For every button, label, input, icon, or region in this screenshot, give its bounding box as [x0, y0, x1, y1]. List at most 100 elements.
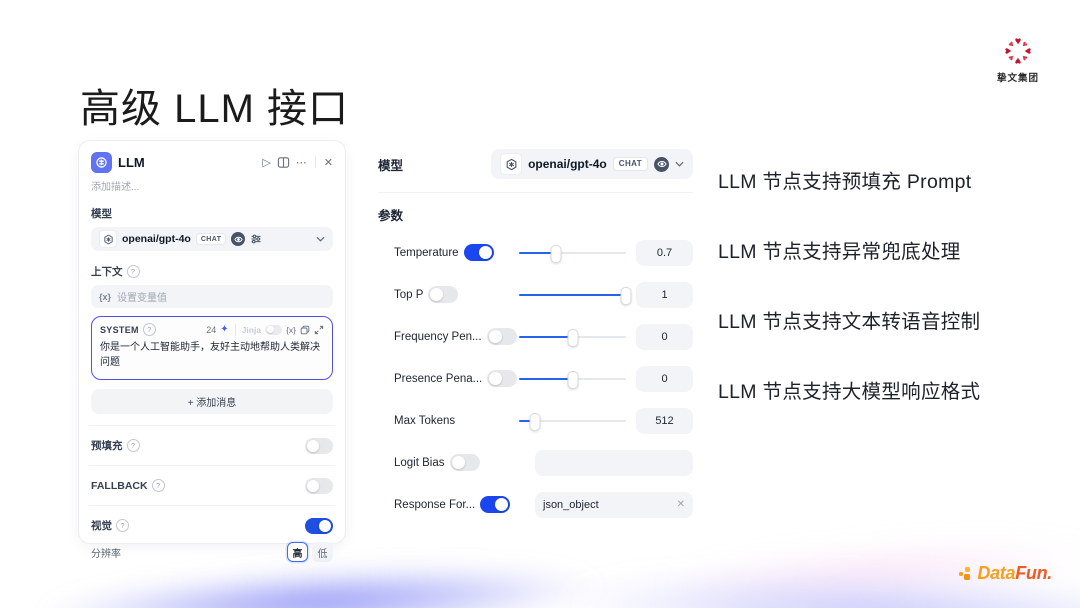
- prefill-row: 预填充 ?: [91, 437, 333, 454]
- param-value-max-tokens[interactable]: 512: [636, 407, 693, 434]
- help-icon: ?: [116, 519, 129, 532]
- context-variable-select[interactable]: {x} 设置变量值: [91, 285, 333, 308]
- param-row-logit-bias: Logit Bias: [378, 449, 693, 476]
- more-icon[interactable]: ⋯: [295, 156, 307, 169]
- param-label: Temperature: [394, 246, 459, 259]
- generate-icon[interactable]: ✦: [220, 324, 229, 335]
- model-select[interactable]: openai/gpt-4o CHAT: [91, 227, 333, 251]
- param-value-top-p[interactable]: 1: [636, 281, 693, 308]
- param-slider-temperature[interactable]: [519, 244, 626, 263]
- chevron-down-icon: [675, 161, 684, 167]
- param-row-top-p: Top P 1: [378, 281, 693, 308]
- page-title: 高级 LLM 接口: [80, 87, 350, 131]
- help-icon: ?: [126, 265, 140, 278]
- param-slider-presence-pena[interactable]: [519, 370, 626, 389]
- vision-row: 视觉 ?: [91, 517, 333, 534]
- params-model-label: 模型: [378, 158, 404, 173]
- llm-node-icon: [91, 151, 112, 173]
- param-label: Response For...: [394, 498, 476, 511]
- param-value-temperature[interactable]: 0.7: [636, 239, 693, 266]
- eye-icon: [231, 232, 246, 246]
- section-divider: [89, 425, 335, 426]
- vision-toggle[interactable]: [305, 517, 333, 534]
- close-icon[interactable]: ✕: [323, 156, 333, 169]
- param-label: Top P: [394, 288, 424, 301]
- resolution-low-button[interactable]: 低: [312, 542, 333, 562]
- fallback-row: FALLBACK ?: [91, 477, 333, 494]
- param-row-max-tokens: Max Tokens 512: [378, 407, 693, 434]
- variable-icon: {x}: [99, 291, 112, 302]
- node-header: LLM ▷ ⋯ ✕: [91, 151, 333, 173]
- split-view-icon[interactable]: [277, 156, 290, 169]
- params-divider: [378, 192, 693, 193]
- run-icon[interactable]: ▷: [262, 156, 271, 169]
- section-divider: [89, 505, 335, 506]
- chevron-down-icon: [316, 236, 325, 242]
- param-input-response-for[interactable]: json_object ✕: [535, 491, 693, 518]
- company-name: 挚文集团: [996, 73, 1039, 84]
- prefill-label: 预填充 ?: [91, 438, 140, 453]
- add-message-button[interactable]: + 添加消息: [91, 389, 333, 414]
- fallback-toggle[interactable]: [305, 477, 333, 494]
- section-divider: [89, 465, 335, 466]
- help-icon: ?: [142, 323, 156, 336]
- node-title: LLM: [118, 154, 145, 170]
- model-section-label: 模型: [91, 208, 112, 220]
- system-prompt-text[interactable]: 你是一个人工智能助手，友好主动地帮助人类解决问题: [100, 342, 320, 368]
- model-name: openai/gpt-4o: [528, 157, 607, 171]
- param-label: Logit Bias: [394, 456, 445, 469]
- feature-bullet: LLM 节点支持大模型响应格式: [718, 381, 981, 403]
- params-model-select[interactable]: openai/gpt-4o CHAT: [491, 149, 693, 179]
- resolution-row: 分辨率 高 低: [91, 542, 333, 562]
- param-label: Max Tokens: [394, 414, 456, 427]
- param-toggle-logit-bias[interactable]: [449, 454, 480, 471]
- context-section-label: 上下文 ?: [91, 264, 333, 279]
- param-label: Frequency Pen...: [394, 330, 482, 343]
- param-value-presence-pena[interactable]: 0: [636, 365, 693, 392]
- model-params-panel: 模型 openai/gpt-4o CHAT: [378, 146, 693, 518]
- jinja-toggle[interactable]: [265, 324, 283, 335]
- header-divider: [314, 156, 316, 168]
- tune-icon: [250, 233, 262, 245]
- chat-badge: CHAT: [195, 233, 227, 245]
- eye-icon: [654, 156, 669, 172]
- company-logo: ♥♥♥♥♥♥♥♥ 挚文集团: [986, 34, 1050, 84]
- param-value-frequency-pen[interactable]: 0: [636, 323, 693, 350]
- param-toggle-response-for[interactable]: [480, 496, 511, 513]
- clear-icon[interactable]: ✕: [676, 499, 685, 510]
- tools-divider: [234, 323, 236, 336]
- param-slider-max-tokens[interactable]: [519, 412, 626, 431]
- param-input-value: json_object: [543, 498, 599, 511]
- datafun-pixels-icon: [958, 566, 973, 581]
- resolution-label: 分辨率: [91, 548, 121, 560]
- param-slider-frequency-pen[interactable]: [519, 328, 626, 347]
- feature-bullet: LLM 节点支持文本转语音控制: [718, 311, 981, 333]
- resolution-high-button[interactable]: 高: [287, 542, 308, 562]
- system-prompt-editor[interactable]: SYSTEM ? 24 ✦ Jinja {x}: [91, 316, 333, 380]
- help-icon: ?: [151, 479, 165, 492]
- hearts-flower-icon: ♥♥♥♥♥♥♥♥: [999, 34, 1037, 68]
- help-icon: ?: [126, 439, 140, 452]
- datafun-logo: DataFun.: [958, 563, 1052, 584]
- node-description-input[interactable]: 添加描述...: [91, 182, 140, 193]
- heart-petal-icon: ♥: [1014, 35, 1022, 48]
- datafun-wordmark: DataFun.: [977, 563, 1052, 583]
- param-toggle-presence-pena[interactable]: [487, 370, 518, 387]
- token-count: 24: [206, 324, 217, 335]
- feature-bullet: LLM 节点支持异常兜底处理: [718, 241, 961, 263]
- expand-icon[interactable]: [314, 325, 324, 335]
- param-toggle-temperature[interactable]: [463, 244, 494, 261]
- param-toggle-top-p[interactable]: [428, 286, 459, 303]
- param-row-response-for: Response For... json_object ✕: [378, 491, 693, 518]
- jinja-label: Jinja: [241, 324, 262, 335]
- param-row-presence-pena: Presence Pena...0: [378, 365, 693, 392]
- system-prompt-header: SYSTEM ? 24 ✦ Jinja {x}: [100, 323, 324, 336]
- insert-variable-icon[interactable]: {x}: [286, 324, 296, 335]
- param-input-logit-bias[interactable]: [535, 449, 693, 476]
- copy-icon[interactable]: [300, 325, 310, 335]
- param-toggle-frequency-pen[interactable]: [486, 328, 517, 345]
- openai-provider-icon: [500, 153, 523, 175]
- prefill-toggle[interactable]: [305, 437, 333, 454]
- param-slider-top-p[interactable]: [519, 286, 632, 305]
